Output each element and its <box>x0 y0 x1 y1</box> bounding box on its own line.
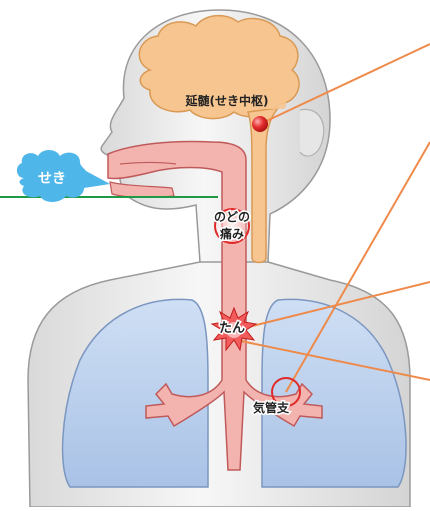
cough-cloud: せき <box>17 150 110 202</box>
medulla-label: 延髄(せき中枢) <box>185 93 269 108</box>
red-dot-icon <box>252 116 268 132</box>
bronchi-label: 気管支 <box>253 400 290 415</box>
phlegm-label: たん <box>219 321 245 336</box>
throat-label-line1: のどの <box>214 210 250 224</box>
cough-label: せき <box>38 171 66 187</box>
throat-label-line2: 痛み <box>219 226 244 241</box>
throat-pain-marker: のどの 痛み <box>212 206 252 246</box>
